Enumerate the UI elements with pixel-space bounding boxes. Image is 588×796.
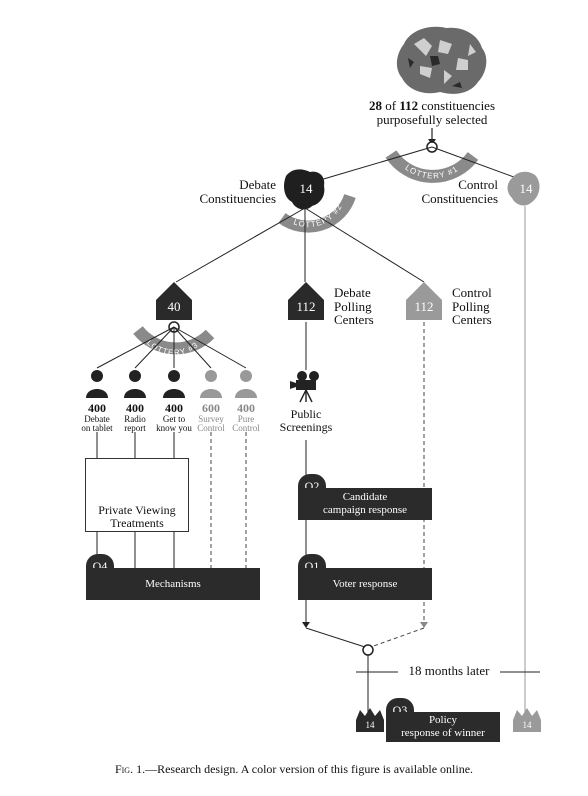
treatment-pure-control: 400 Pure Control bbox=[232, 401, 260, 434]
person-icon bbox=[163, 370, 185, 398]
private-viewing-box bbox=[85, 458, 189, 532]
lottery-3-band bbox=[133, 326, 215, 355]
connector-line bbox=[173, 326, 212, 369]
debate-constituency-map-icon bbox=[284, 169, 325, 210]
connector-line bbox=[173, 326, 247, 369]
q1-voter-response-box: Voter response bbox=[298, 568, 432, 600]
merge-node bbox=[362, 644, 374, 656]
crown-icon-left bbox=[356, 708, 384, 732]
debate-polling-centers-label: Debate Polling Centers bbox=[334, 285, 374, 328]
control-constituency-map-icon bbox=[507, 171, 540, 206]
connector-line bbox=[175, 207, 306, 283]
treatment-get-to-know: 400 Get to know you bbox=[156, 401, 192, 434]
control-constituencies-label: Control Constituencies bbox=[421, 177, 498, 206]
arrowhead bbox=[420, 622, 428, 628]
connector-line bbox=[96, 326, 175, 369]
lottery-2-band bbox=[278, 193, 356, 233]
selection-line-2: purposefully selected bbox=[376, 111, 488, 127]
debate-polling-count: 112 bbox=[296, 299, 316, 314]
connector-line bbox=[304, 207, 425, 283]
debate-constituencies-label: Debate Constituencies bbox=[199, 177, 276, 206]
treatment-survey-control: 600 Survey Control bbox=[197, 401, 225, 434]
person-icon bbox=[86, 370, 108, 398]
q2-candidate-campaign-box: Candidate campaign response bbox=[298, 488, 432, 520]
crown-count-right: 14 bbox=[522, 720, 532, 730]
treatment-debate-tablet: 400 Debate on tablet bbox=[81, 401, 113, 434]
connector-line bbox=[134, 326, 175, 369]
q4-mechanisms-box: Mechanisms bbox=[86, 568, 260, 600]
selection-header: 28 of 112 constituencies purposefully se… bbox=[340, 99, 524, 126]
selection-line-1: 28 of 112 constituencies bbox=[368, 98, 496, 113]
eighteen-months-label: 18 months later bbox=[408, 663, 490, 678]
control-polling-count: 112 bbox=[414, 299, 434, 314]
lottery-1-band bbox=[385, 150, 479, 183]
person-icon bbox=[200, 370, 222, 398]
person-icon bbox=[235, 370, 257, 398]
connector-line bbox=[309, 146, 433, 184]
person-icon bbox=[124, 370, 146, 398]
private-viewing-label: Private Viewing Treatments bbox=[98, 503, 176, 530]
crown-icon-right bbox=[513, 708, 541, 732]
treatment-radio-report: 400 Radio report bbox=[124, 401, 146, 434]
caption-text: —Research design. A color version of thi… bbox=[145, 762, 474, 776]
q3-policy-response-box: Policy response of winner bbox=[386, 712, 500, 742]
house-icon-control bbox=[406, 282, 442, 320]
figure-caption: Fig. 1.—Research design. A color version… bbox=[60, 763, 528, 776]
house-icon-debate bbox=[288, 282, 324, 320]
connector-line bbox=[305, 627, 369, 649]
dashed-connector bbox=[367, 627, 425, 649]
connector-line bbox=[431, 146, 523, 181]
caption-fig-label: Fig. 1. bbox=[114, 762, 146, 776]
projector-camera-icon bbox=[290, 371, 319, 403]
debate-constituencies-count: 14 bbox=[299, 181, 313, 196]
crown-count-left: 14 bbox=[365, 720, 375, 730]
left-polling-count: 40 bbox=[167, 299, 181, 314]
country-map-icon bbox=[396, 26, 487, 94]
public-screenings-label: Public Screenings bbox=[279, 407, 333, 434]
arrowhead bbox=[302, 622, 310, 628]
house-icon-left bbox=[156, 282, 192, 320]
control-constituencies-count: 14 bbox=[519, 181, 533, 196]
control-polling-centers-label: Control Polling Centers bbox=[452, 285, 492, 328]
